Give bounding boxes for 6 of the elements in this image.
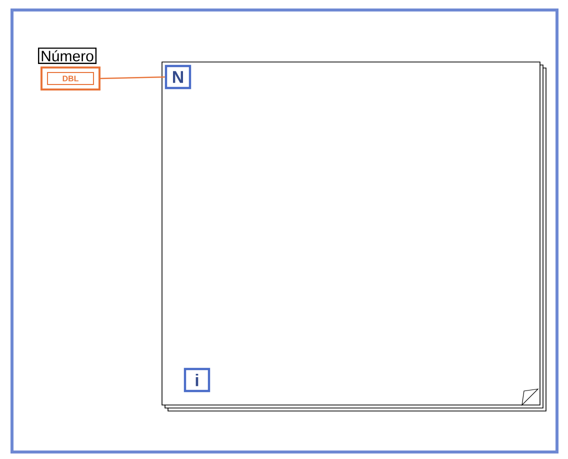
- wire: [100, 76, 165, 80]
- loop-frame: [162, 62, 546, 412]
- terminal-box: N: [164, 64, 192, 90]
- terminal-box: i: [184, 368, 210, 392]
- control-label: Número: [38, 48, 97, 64]
- numeric-control: DBL: [40, 66, 100, 90]
